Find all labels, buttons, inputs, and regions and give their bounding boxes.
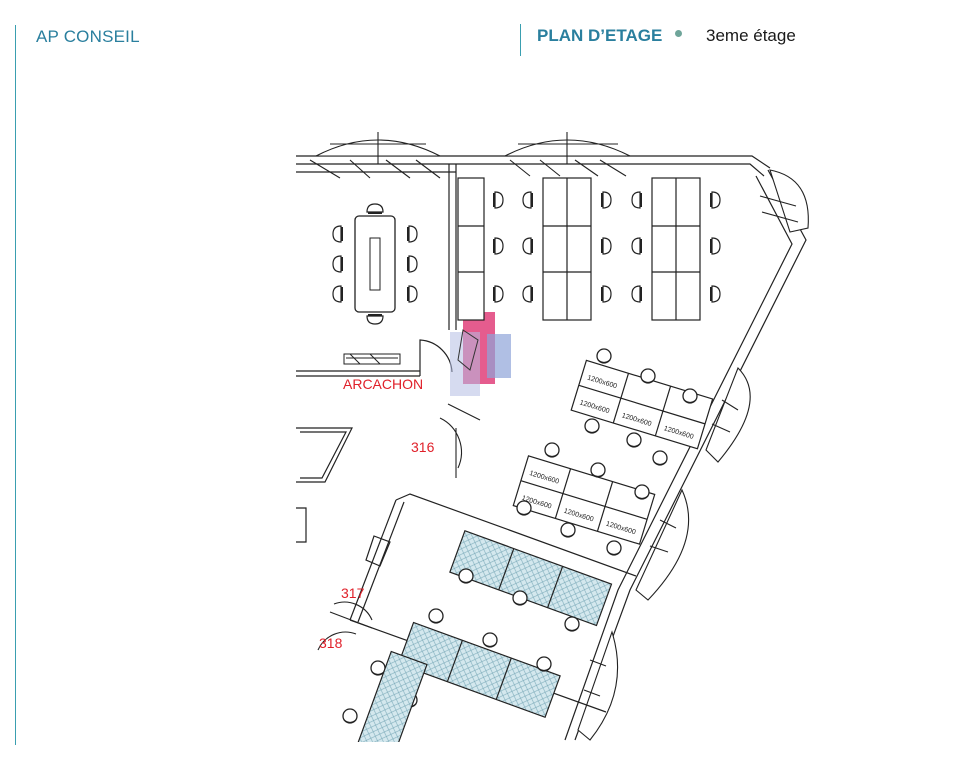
desk-block-3 (651, 177, 701, 321)
plan-title: PLAN D’ETAGE (537, 26, 663, 45)
desk-block-1-chairs (493, 191, 504, 303)
highlight-blue (487, 334, 511, 378)
room-name-arcachon: ARCACHON (343, 376, 423, 392)
door-316 (439, 403, 481, 478)
meeting-room (296, 164, 457, 377)
door-317-318 (317, 601, 373, 651)
highlight-glass (450, 332, 480, 396)
desk-block-1 (457, 177, 485, 321)
desk-row-1 (449, 530, 613, 627)
bullet-dot (675, 30, 682, 37)
desk-cluster-a: 1200x600 1200x600 1200x600 1200x600 (570, 359, 714, 450)
north-wall (296, 155, 771, 177)
desk-row-2 (397, 621, 561, 718)
header-divider (520, 24, 521, 56)
room-number-317: 317 (341, 585, 365, 601)
window-bay (309, 132, 631, 179)
room-number-318: 318 (319, 635, 343, 651)
desk-block-2 (542, 177, 592, 321)
meeting-table (332, 203, 418, 325)
brand-name: AP CONSEIL (36, 27, 140, 46)
left-rule (15, 25, 16, 745)
room-number-316: 316 (411, 439, 435, 455)
screen-unit (343, 353, 401, 365)
floor-label: 3eme étage (706, 26, 796, 45)
east-windows (577, 169, 809, 741)
desk-cluster-b: 1200x600 1200x600 1200x600 1200x600 (512, 455, 656, 545)
west-room (296, 427, 353, 543)
